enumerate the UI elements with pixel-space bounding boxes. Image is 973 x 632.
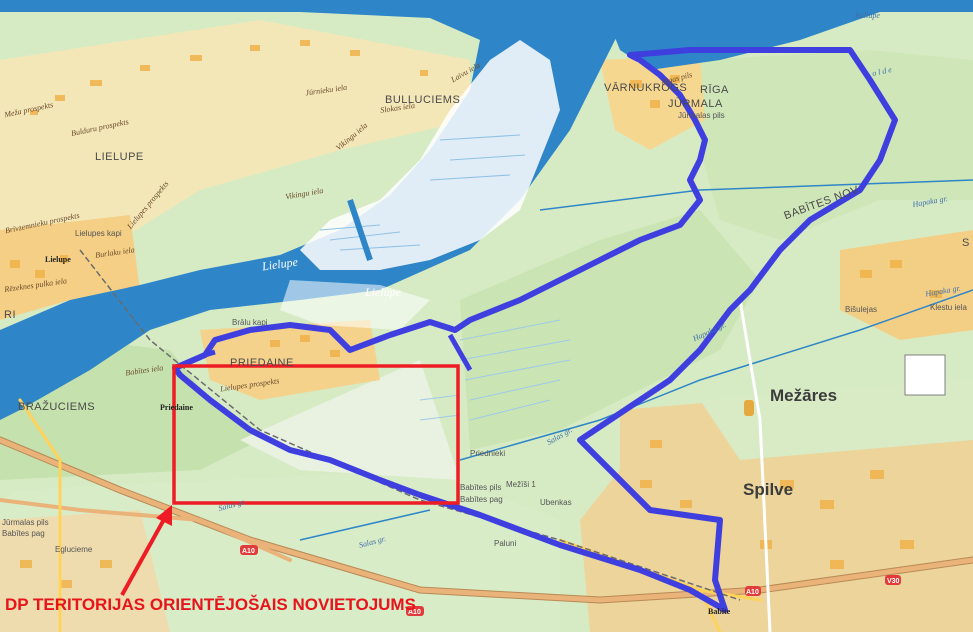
label-paluni: Paluni — [494, 539, 516, 548]
shoal-lines — [319, 134, 526, 261]
label-jurmalas-pils-left: Jūrmalas pils — [2, 518, 49, 527]
urban-area-priedaine — [200, 320, 380, 400]
label-lielupe: LIELUPE — [95, 151, 144, 163]
wetland-lines — [419, 319, 571, 421]
road-shields — [240, 400, 901, 616]
label-lielupes-kapi: Lielupes kapi — [75, 229, 122, 238]
label-ubenkas: Ubenkas — [540, 498, 572, 507]
label-ri-fragment: RI — [4, 309, 16, 321]
label-mezisi: Mežīši 1 — [506, 480, 536, 489]
label-bralu-kapi: Brālu kapi — [232, 318, 268, 327]
label-mezares: Mežāres — [770, 386, 837, 405]
label-babites-pag-left: Babītes pag — [2, 529, 45, 538]
railway — [79, 249, 741, 601]
island-shoals — [280, 280, 430, 330]
label-jurmala: JŪRMALA — [668, 98, 723, 110]
canals — [299, 179, 973, 541]
label-bullupe: Bullupe — [855, 11, 880, 20]
building-blocks — [10, 40, 942, 588]
map-symbol — [904, 354, 946, 396]
label-jurmala-pils: Jūrmalas pils — [678, 111, 725, 120]
label-babites-pag: Babītes pag — [460, 495, 503, 504]
label-priedaine: Priedaine — [160, 403, 193, 412]
label-s-fragment: S — [962, 237, 970, 249]
urban-area-bisulejas — [840, 230, 973, 340]
label-riga: RĪGA — [700, 84, 729, 96]
road-label-a10: A10 — [408, 609, 421, 616]
label-babites-pils: Babītes pils — [460, 483, 501, 492]
label-bulluciems: BULLUCIEMS — [385, 94, 460, 106]
label-spilve: Spilve — [743, 480, 793, 499]
label-brazuciems: BRAŽUCIEMS — [18, 400, 95, 413]
territory-highlight-box — [172, 364, 460, 505]
label-babite: Babīte — [708, 607, 731, 616]
label-lielupe-station: Lielupe — [45, 255, 71, 264]
boundary-spur — [447, 333, 473, 372]
road-label-a10: A10 — [242, 548, 255, 555]
territory-caption: DP TERITORIJAS ORIENTĒJOŠAIS NOVIETOJUMS — [5, 595, 416, 614]
planning-area-boundary — [172, 47, 898, 613]
label-river-lielupe: Lielupe — [364, 285, 402, 299]
island-shoals — [300, 40, 560, 270]
forest-area — [700, 50, 973, 240]
urban-area-lielupe — [0, 20, 470, 250]
field-area — [700, 380, 973, 460]
road-label-v30: V30 — [887, 578, 900, 585]
label-priedaine-region: PRIEDAINE — [230, 357, 294, 369]
label-river-lielupe: Lielupe — [260, 254, 299, 273]
label-egluciems: Eglucieme — [55, 545, 93, 554]
label-varnukrogs: VĀRNUKROGS — [604, 82, 687, 94]
label-bisulejas: Bišulejas — [845, 305, 877, 314]
pointer-arrow — [120, 513, 169, 596]
pointer-arrowhead — [156, 505, 172, 526]
label-priednieki: Priednieki — [470, 449, 505, 458]
label-golde: o l d e — [871, 65, 893, 78]
forest-area — [460, 210, 760, 450]
label-klestu-iela: Klestu iela — [930, 303, 967, 312]
road-label-a10: A10 — [746, 589, 759, 596]
urban-area-egluciems — [0, 510, 170, 632]
